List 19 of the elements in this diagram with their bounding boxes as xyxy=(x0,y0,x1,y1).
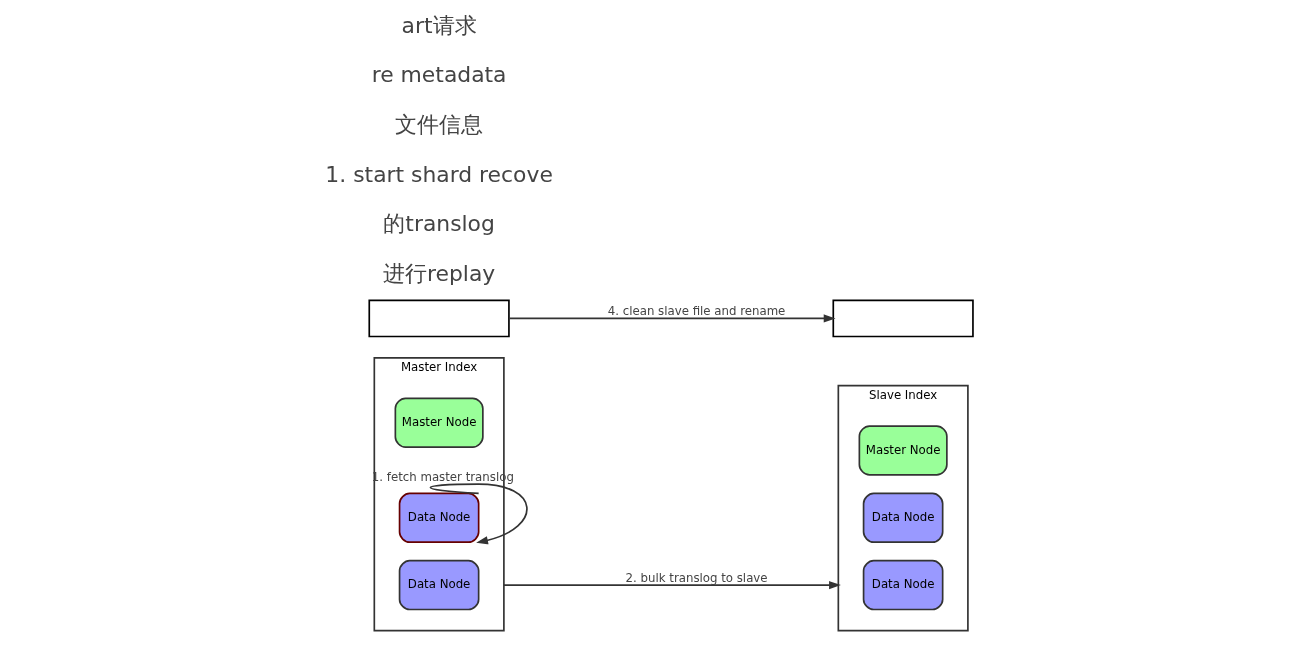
node-box: Master Node xyxy=(858,425,948,476)
label: art请求 xyxy=(401,12,477,38)
node-box: Data Node xyxy=(862,559,944,611)
arrow xyxy=(503,581,841,590)
edge-label: 4. clean slave file and rename xyxy=(607,304,786,319)
label: 的translog xyxy=(383,211,495,237)
label: 文件信息 xyxy=(395,111,484,137)
node-box: Data Node xyxy=(398,492,480,544)
arrow xyxy=(429,483,528,545)
edge-label: 2. bulk translog to slave xyxy=(625,570,768,585)
node-box: Data Node xyxy=(862,492,944,544)
arrow xyxy=(508,314,836,323)
node-box: Data Node xyxy=(398,559,480,611)
node-box: Master Node xyxy=(394,397,484,448)
label: 1. start shard recove xyxy=(325,161,553,187)
node-box xyxy=(832,299,974,338)
label: 进行replay xyxy=(382,260,496,286)
node-box xyxy=(368,299,510,338)
label: re metadata xyxy=(371,62,507,88)
